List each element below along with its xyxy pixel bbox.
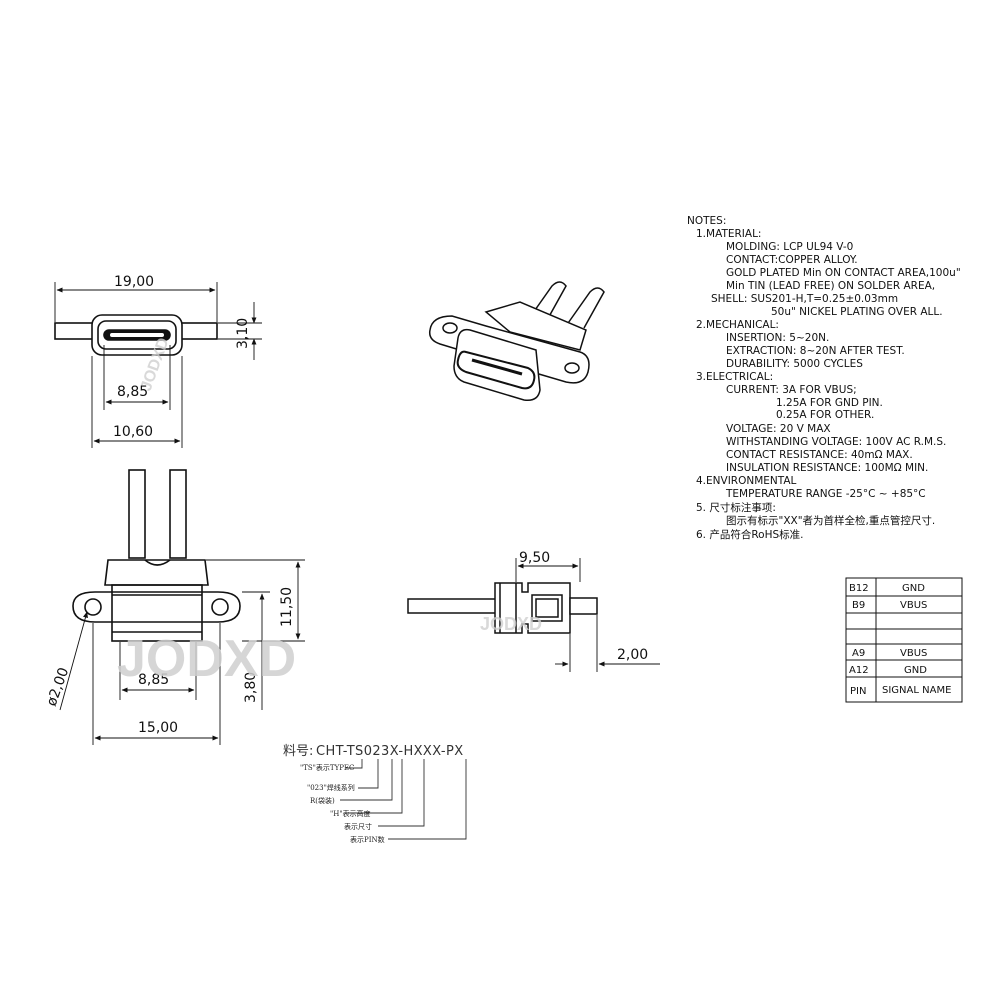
- notes-line: EXTRACTION: 8~20N AFTER TEST.: [726, 345, 905, 357]
- part-legend-item: R(袋装): [310, 796, 335, 805]
- bottom-hole-right: [211, 598, 229, 616]
- part-legend-item: "023"焊线系列: [307, 783, 355, 792]
- dim-bottom-height: 11,50: [279, 587, 295, 627]
- pin-cell: A9: [852, 648, 865, 659]
- part-number-code: CHT-TS023X-HXXX-PX: [316, 744, 464, 759]
- pin-table-text: B12 GND B9 VBUS A9 VBUS A12 GND PIN SIGN…: [849, 583, 951, 697]
- notes-line: 2.MECHANICAL:: [696, 319, 779, 331]
- bottom-view: [72, 469, 241, 642]
- pin-cell: A12: [849, 665, 869, 676]
- bottom-wire-right: [169, 469, 187, 559]
- side-view: [407, 582, 598, 634]
- bottom-wire-left: [128, 469, 146, 559]
- dim-front-height: 3,10: [235, 318, 251, 349]
- bottom-hole-left: [84, 598, 102, 616]
- bottom-body: [111, 584, 203, 642]
- notes-line: INSERTION: 5~20N.: [726, 332, 829, 344]
- front-slot-tongue: [110, 333, 164, 337]
- iso-hole-right: [564, 362, 580, 374]
- iso-wire-right: [565, 287, 605, 329]
- signal-cell: GND: [904, 665, 927, 676]
- part-number-block: 料号: CHT-TS023X-HXXX-PX "TS"表示TYPEC "023"…: [283, 744, 467, 844]
- side-dimensions: [515, 558, 660, 672]
- notes-line: CONTACT RESISTANCE: 40mΩ MAX.: [726, 449, 913, 461]
- front-body-inner: [97, 320, 177, 350]
- notes-line: 0.25A FOR OTHER.: [776, 409, 874, 421]
- part-legend-item: "TS"表示TYPEC: [300, 763, 354, 772]
- iso-body-rear: [484, 301, 587, 351]
- notes-block: NOTES: 1.MATERIAL: MOLDING: LCP UL94 V-0…: [687, 215, 961, 541]
- notes-line: GOLD PLATED Min ON CONTACT AREA,100u": [726, 267, 961, 279]
- notes-line: 4.ENVIRONMENTAL: [696, 475, 797, 487]
- notes-line: 6. 产品符合RoHS标准.: [696, 528, 804, 541]
- front-dimensions: [54, 282, 262, 448]
- watermark-side: JODXD: [480, 614, 542, 634]
- iso-tongue: [471, 358, 523, 376]
- part-legend-item: "H"表示高度: [330, 809, 371, 818]
- bottom-dimensions: [59, 559, 305, 745]
- dim-hole-diameter: ø2,00: [44, 666, 73, 709]
- notes-line: TEMPERATURE RANGE -25°C ~ +85°C: [725, 488, 926, 500]
- dim-bottom-offset: 3,80: [243, 672, 259, 703]
- pin-header: PIN: [850, 686, 866, 697]
- dim-front-body-width: 10,60: [113, 424, 153, 440]
- side-wire: [407, 598, 499, 614]
- bottom-body-notch: [144, 559, 171, 566]
- side-tab: [569, 597, 598, 615]
- notes-line: 图示有标示"XX"者为首样全检,重点管控尺寸.: [726, 514, 935, 527]
- notes-line: VOLTAGE: 20 V MAX: [726, 423, 831, 435]
- notes-line: 1.MATERIAL:: [696, 228, 761, 240]
- signal-header: SIGNAL NAME: [882, 685, 951, 696]
- notes-line: 1.25A FOR GND PIN.: [776, 397, 883, 409]
- dim-side-length: 9,50: [519, 550, 550, 566]
- bottom-body-upper: [104, 559, 209, 586]
- notes-title: NOTES:: [687, 215, 726, 227]
- notes-line: CURRENT: 3A FOR VBUS;: [726, 384, 857, 396]
- signal-cell: VBUS: [900, 648, 927, 659]
- notes-line: MOLDING: LCP UL94 V-0: [726, 241, 853, 253]
- isometric-view: [428, 281, 605, 402]
- pin-cell: B9: [852, 600, 865, 611]
- notes-line: WITHSTANDING VOLTAGE: 100V AC R.M.S.: [726, 436, 946, 448]
- part-legend-item: 表示PIN数: [350, 835, 385, 844]
- pin-table: [845, 577, 963, 703]
- notes-line: DURABILITY: 5000 CYCLES: [726, 358, 863, 370]
- dim-bottom-flange-width: 15,00: [138, 720, 178, 736]
- part-legend-item: 表示尺寸: [344, 822, 372, 831]
- notes-line: INSULATION RESISTANCE: 100MΩ MIN.: [726, 462, 928, 474]
- notes-line: SHELL: SUS201-H,T=0.25±0.03mm: [711, 293, 898, 305]
- part-number-prefix: 料号:: [283, 744, 313, 759]
- signal-cell: VBUS: [900, 600, 927, 611]
- notes-line: 5. 尺寸标注事项:: [696, 501, 776, 514]
- iso-hole-left: [442, 322, 458, 334]
- bottom-flange: [72, 591, 241, 623]
- dim-front-slot-width: 8,85: [117, 384, 148, 400]
- notes-line: 50u" NICKEL PLATING OVER ALL.: [771, 306, 943, 318]
- signal-cell: GND: [902, 583, 925, 594]
- notes-line: Min TIN (LEAD FREE) ON SOLDER AREA,: [726, 280, 935, 292]
- dim-bottom-body-width: 8,85: [138, 672, 169, 688]
- dim-front-width-total: 19,00: [114, 274, 154, 290]
- notes-line: CONTACT:COPPER ALLOY.: [726, 254, 858, 266]
- front-view: [54, 314, 218, 356]
- notes-line: 3.ELECTRICAL:: [696, 371, 773, 383]
- pin-cell: B12: [849, 583, 869, 594]
- dim-side-thickness: 2,00: [617, 647, 648, 663]
- side-plug-inner: [535, 598, 559, 618]
- watermark-bottom: JODXD: [117, 630, 296, 688]
